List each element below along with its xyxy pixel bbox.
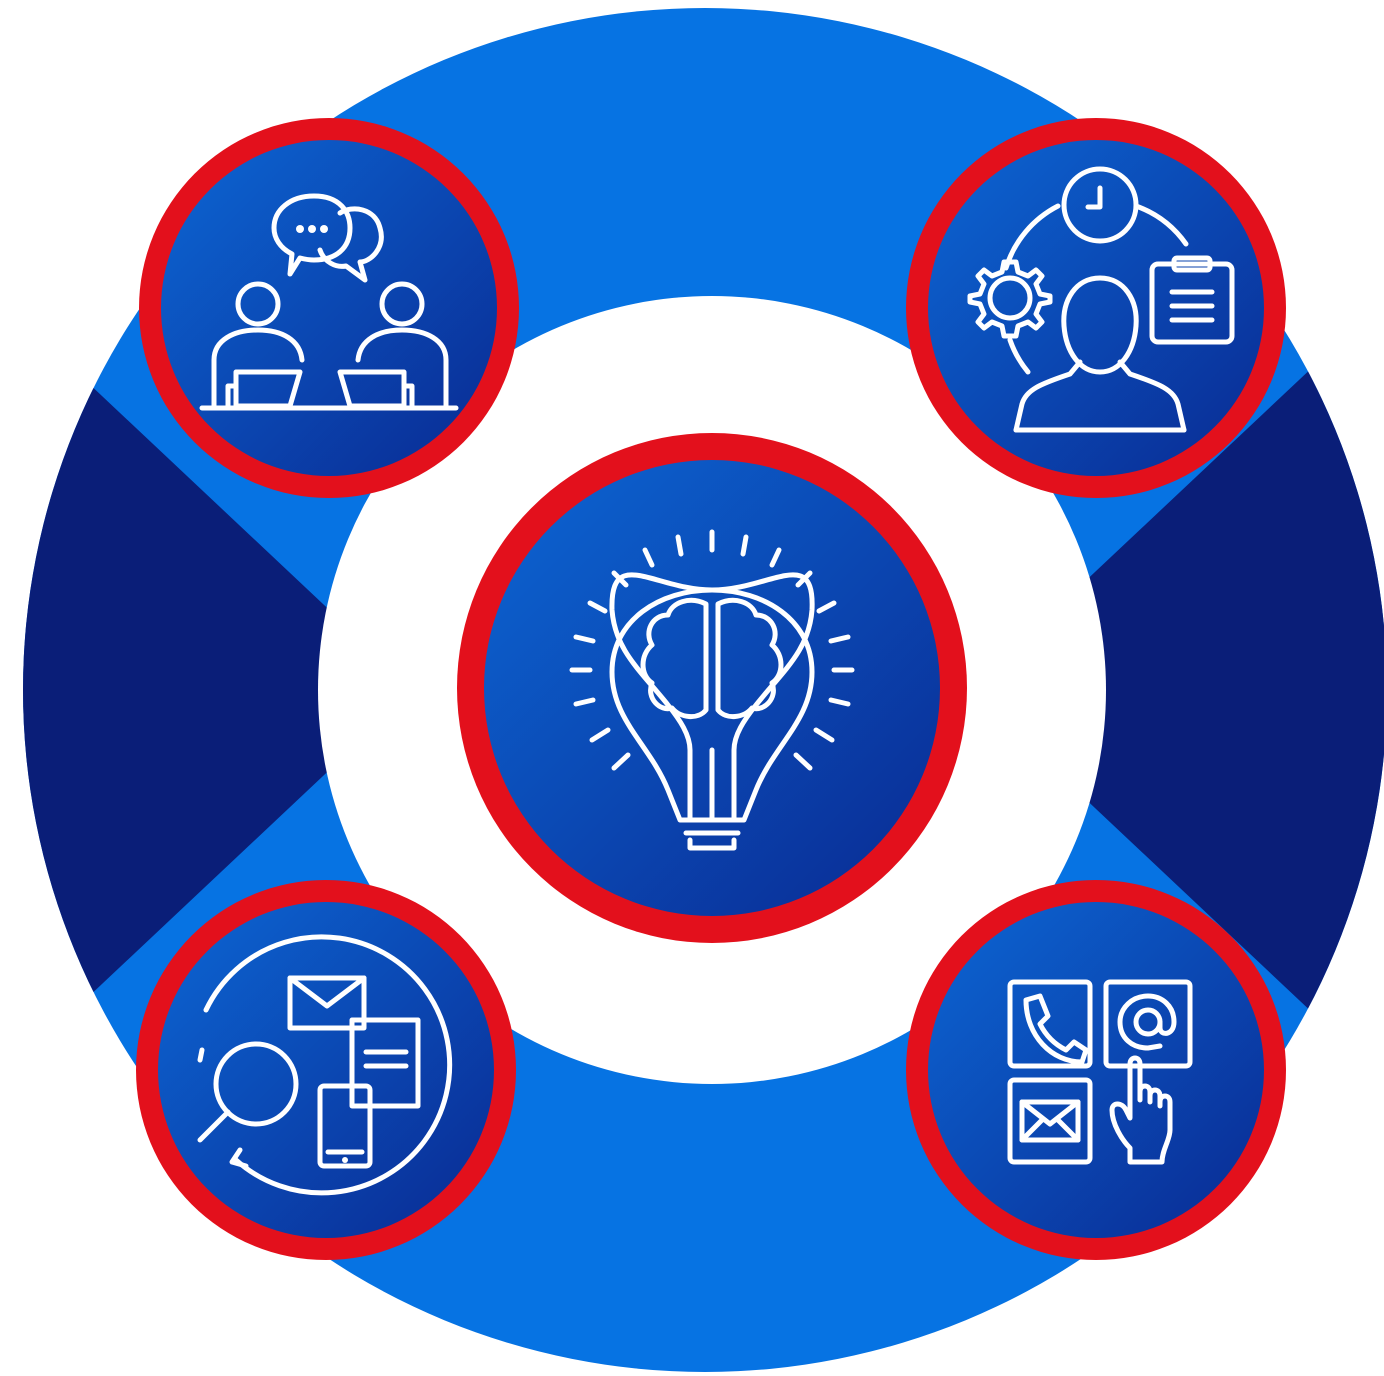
search-email-document-mobile-cycle-icon [197,934,453,1196]
team-meeting-chat-icon [199,193,459,411]
top-left-node [139,118,519,498]
center-node [457,433,967,943]
manager-time-settings-tasks-icon [967,166,1235,433]
top-right-node [906,118,1286,498]
phone-icon [1023,993,1089,1065]
contact-phone-email-mail-click-icon [1007,979,1193,1165]
bottom-left-node [136,880,516,1260]
bottom-right-node [906,880,1286,1260]
brain-lightbulb-icon [569,529,855,851]
lightbulb-rays [569,529,855,771]
